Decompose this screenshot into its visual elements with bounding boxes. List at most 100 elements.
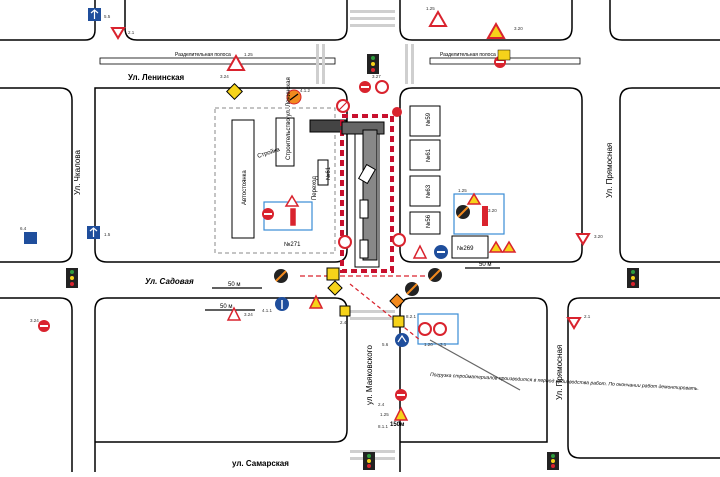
barrier-sign-icon bbox=[482, 206, 488, 226]
street-label-sadovaya: Ул. Садовая bbox=[145, 277, 194, 286]
warning-roadwork-icon bbox=[428, 9, 448, 27]
no-stopping-sign-icon bbox=[274, 269, 288, 283]
traffic-light-icon bbox=[363, 452, 375, 470]
block-top-left bbox=[0, 0, 96, 41]
sign-code: 8.2.1 bbox=[406, 314, 417, 319]
speed-limit-sign-icon bbox=[338, 235, 352, 249]
info-sign-icon bbox=[88, 8, 101, 21]
no-stopping-sign-icon bbox=[434, 245, 448, 259]
barrier-sign-icon bbox=[289, 207, 297, 227]
work-zone-label: РСУ bbox=[365, 167, 376, 181]
warning-roadwork-icon bbox=[501, 240, 517, 253]
sign-code: 3.20 bbox=[488, 208, 497, 213]
sign-code: 3.24 bbox=[244, 312, 253, 317]
block-top-center bbox=[124, 0, 348, 41]
sign-code: 2.4 bbox=[378, 402, 385, 407]
dividing-strip-label: Разделительная полоса bbox=[440, 52, 496, 58]
street-label-pryamosnaya-top: Ул. Прямосная bbox=[605, 143, 614, 198]
main-road-sign-icon bbox=[326, 267, 340, 281]
yield-sign-icon bbox=[497, 49, 511, 61]
yield-sign-icon bbox=[575, 233, 591, 246]
building-number: №61 bbox=[425, 148, 432, 162]
street-label-pryamosnaya-bottom: Ул. Прямосная bbox=[555, 345, 564, 400]
speed-limit-sign-icon bbox=[375, 80, 389, 94]
main-road-sign-icon bbox=[392, 315, 405, 328]
street-labels: Ул. Ленинская Ул. Садовая ул. Самарская … bbox=[73, 73, 614, 468]
block-top-right-b bbox=[609, 0, 720, 41]
warning-roadwork-icon bbox=[226, 306, 242, 321]
block-bottom-far-right bbox=[567, 297, 720, 459]
warning-roadwork-icon bbox=[488, 240, 504, 253]
no-overtake-sign-icon bbox=[336, 99, 350, 113]
traffic-light-icon bbox=[547, 452, 559, 470]
main-road-sign-icon bbox=[339, 305, 351, 317]
no-overtake-sign-icon bbox=[405, 282, 419, 296]
info-sign-icon bbox=[24, 232, 37, 244]
sign-code: 3.20 bbox=[594, 234, 603, 239]
block-top-right-a bbox=[399, 0, 573, 41]
traffic-light-icon bbox=[367, 54, 379, 74]
road-signs bbox=[24, 8, 591, 421]
building-number: №271 bbox=[284, 241, 301, 248]
building-labels: №59 №61 №63 №56 №269 №271 №61 bbox=[284, 112, 474, 252]
detour-paths bbox=[205, 267, 521, 391]
parking-lot bbox=[214, 107, 336, 254]
sign-code: 8.1.1 bbox=[378, 424, 389, 429]
no-stopping-sign-icon bbox=[359, 81, 371, 93]
block-middle-left bbox=[0, 87, 73, 263]
sign-code: 2.4 bbox=[340, 320, 347, 325]
street-label-leninskaya: Ул. Ленинская bbox=[128, 73, 185, 82]
sign-code: 2.1 bbox=[128, 30, 135, 35]
info-sign-icon bbox=[395, 333, 409, 347]
warning-roadwork-icon bbox=[393, 406, 409, 421]
warning-roadwork-icon bbox=[226, 53, 246, 71]
sign-code: 3.24 bbox=[220, 74, 229, 79]
distance-label: 50 м bbox=[479, 262, 491, 268]
dividing-strip-label: Разделительная полоса bbox=[175, 52, 231, 58]
block-bottom-left bbox=[0, 297, 73, 472]
main-road-sign-icon bbox=[226, 83, 243, 100]
yield-sign-icon bbox=[110, 27, 126, 40]
building-number: №269 bbox=[457, 245, 474, 252]
building-number: №59 bbox=[425, 112, 432, 126]
sign-code: 1.25 bbox=[458, 188, 467, 193]
block-middle-right bbox=[399, 87, 583, 263]
warning-roadwork-icon bbox=[433, 322, 447, 336]
traffic-light-icon bbox=[627, 268, 639, 288]
warning-roadwork-icon bbox=[486, 21, 506, 39]
work-note-text: Погрузка стройматериалов производится в … bbox=[430, 371, 699, 392]
no-overtake-sign-icon bbox=[428, 268, 442, 282]
sign-code: 1.25 bbox=[244, 52, 253, 57]
sign-code: 2.1 bbox=[584, 314, 591, 319]
info-sign-icon bbox=[87, 226, 100, 239]
sign-code: 1.20 bbox=[424, 342, 433, 347]
sign-code: 3.27 bbox=[372, 74, 381, 79]
sign-code: 3.24 bbox=[30, 318, 39, 323]
distance-label: 150м bbox=[390, 422, 405, 428]
warning-roadwork-icon bbox=[418, 322, 432, 336]
note-box: Погрузка стройматериалов производится в … bbox=[430, 371, 699, 392]
sign-code: 6.4 bbox=[20, 226, 27, 231]
no-entry-sign-icon bbox=[392, 233, 406, 247]
warning-roadwork-icon bbox=[284, 194, 300, 207]
sign-code: 4.1.2 bbox=[300, 88, 311, 93]
warning-roadwork-icon bbox=[308, 294, 324, 309]
warning-roadwork-icon bbox=[392, 107, 402, 117]
no-entry-sign-icon bbox=[38, 320, 50, 332]
construction-site bbox=[275, 117, 347, 186]
parking-label: Автостоянка bbox=[242, 170, 248, 205]
block-middle-center bbox=[94, 87, 348, 263]
crossing-label: Переход bbox=[312, 176, 318, 200]
block-middle-far-right bbox=[619, 87, 720, 263]
warning-roadwork-icon bbox=[466, 192, 482, 205]
sign-code: 4.1.1 bbox=[262, 308, 273, 313]
info-sign-icon bbox=[275, 297, 289, 311]
street-label-samarskaya: ул. Самарская bbox=[232, 459, 289, 468]
sign-code: 3.20 bbox=[514, 26, 523, 31]
traffic-lights bbox=[66, 54, 639, 470]
main-road-sign-icon bbox=[327, 280, 343, 296]
sign-cluster-frames bbox=[263, 193, 505, 345]
warning-roadwork-icon bbox=[412, 244, 428, 259]
sign-code: 1.25 bbox=[380, 412, 389, 417]
